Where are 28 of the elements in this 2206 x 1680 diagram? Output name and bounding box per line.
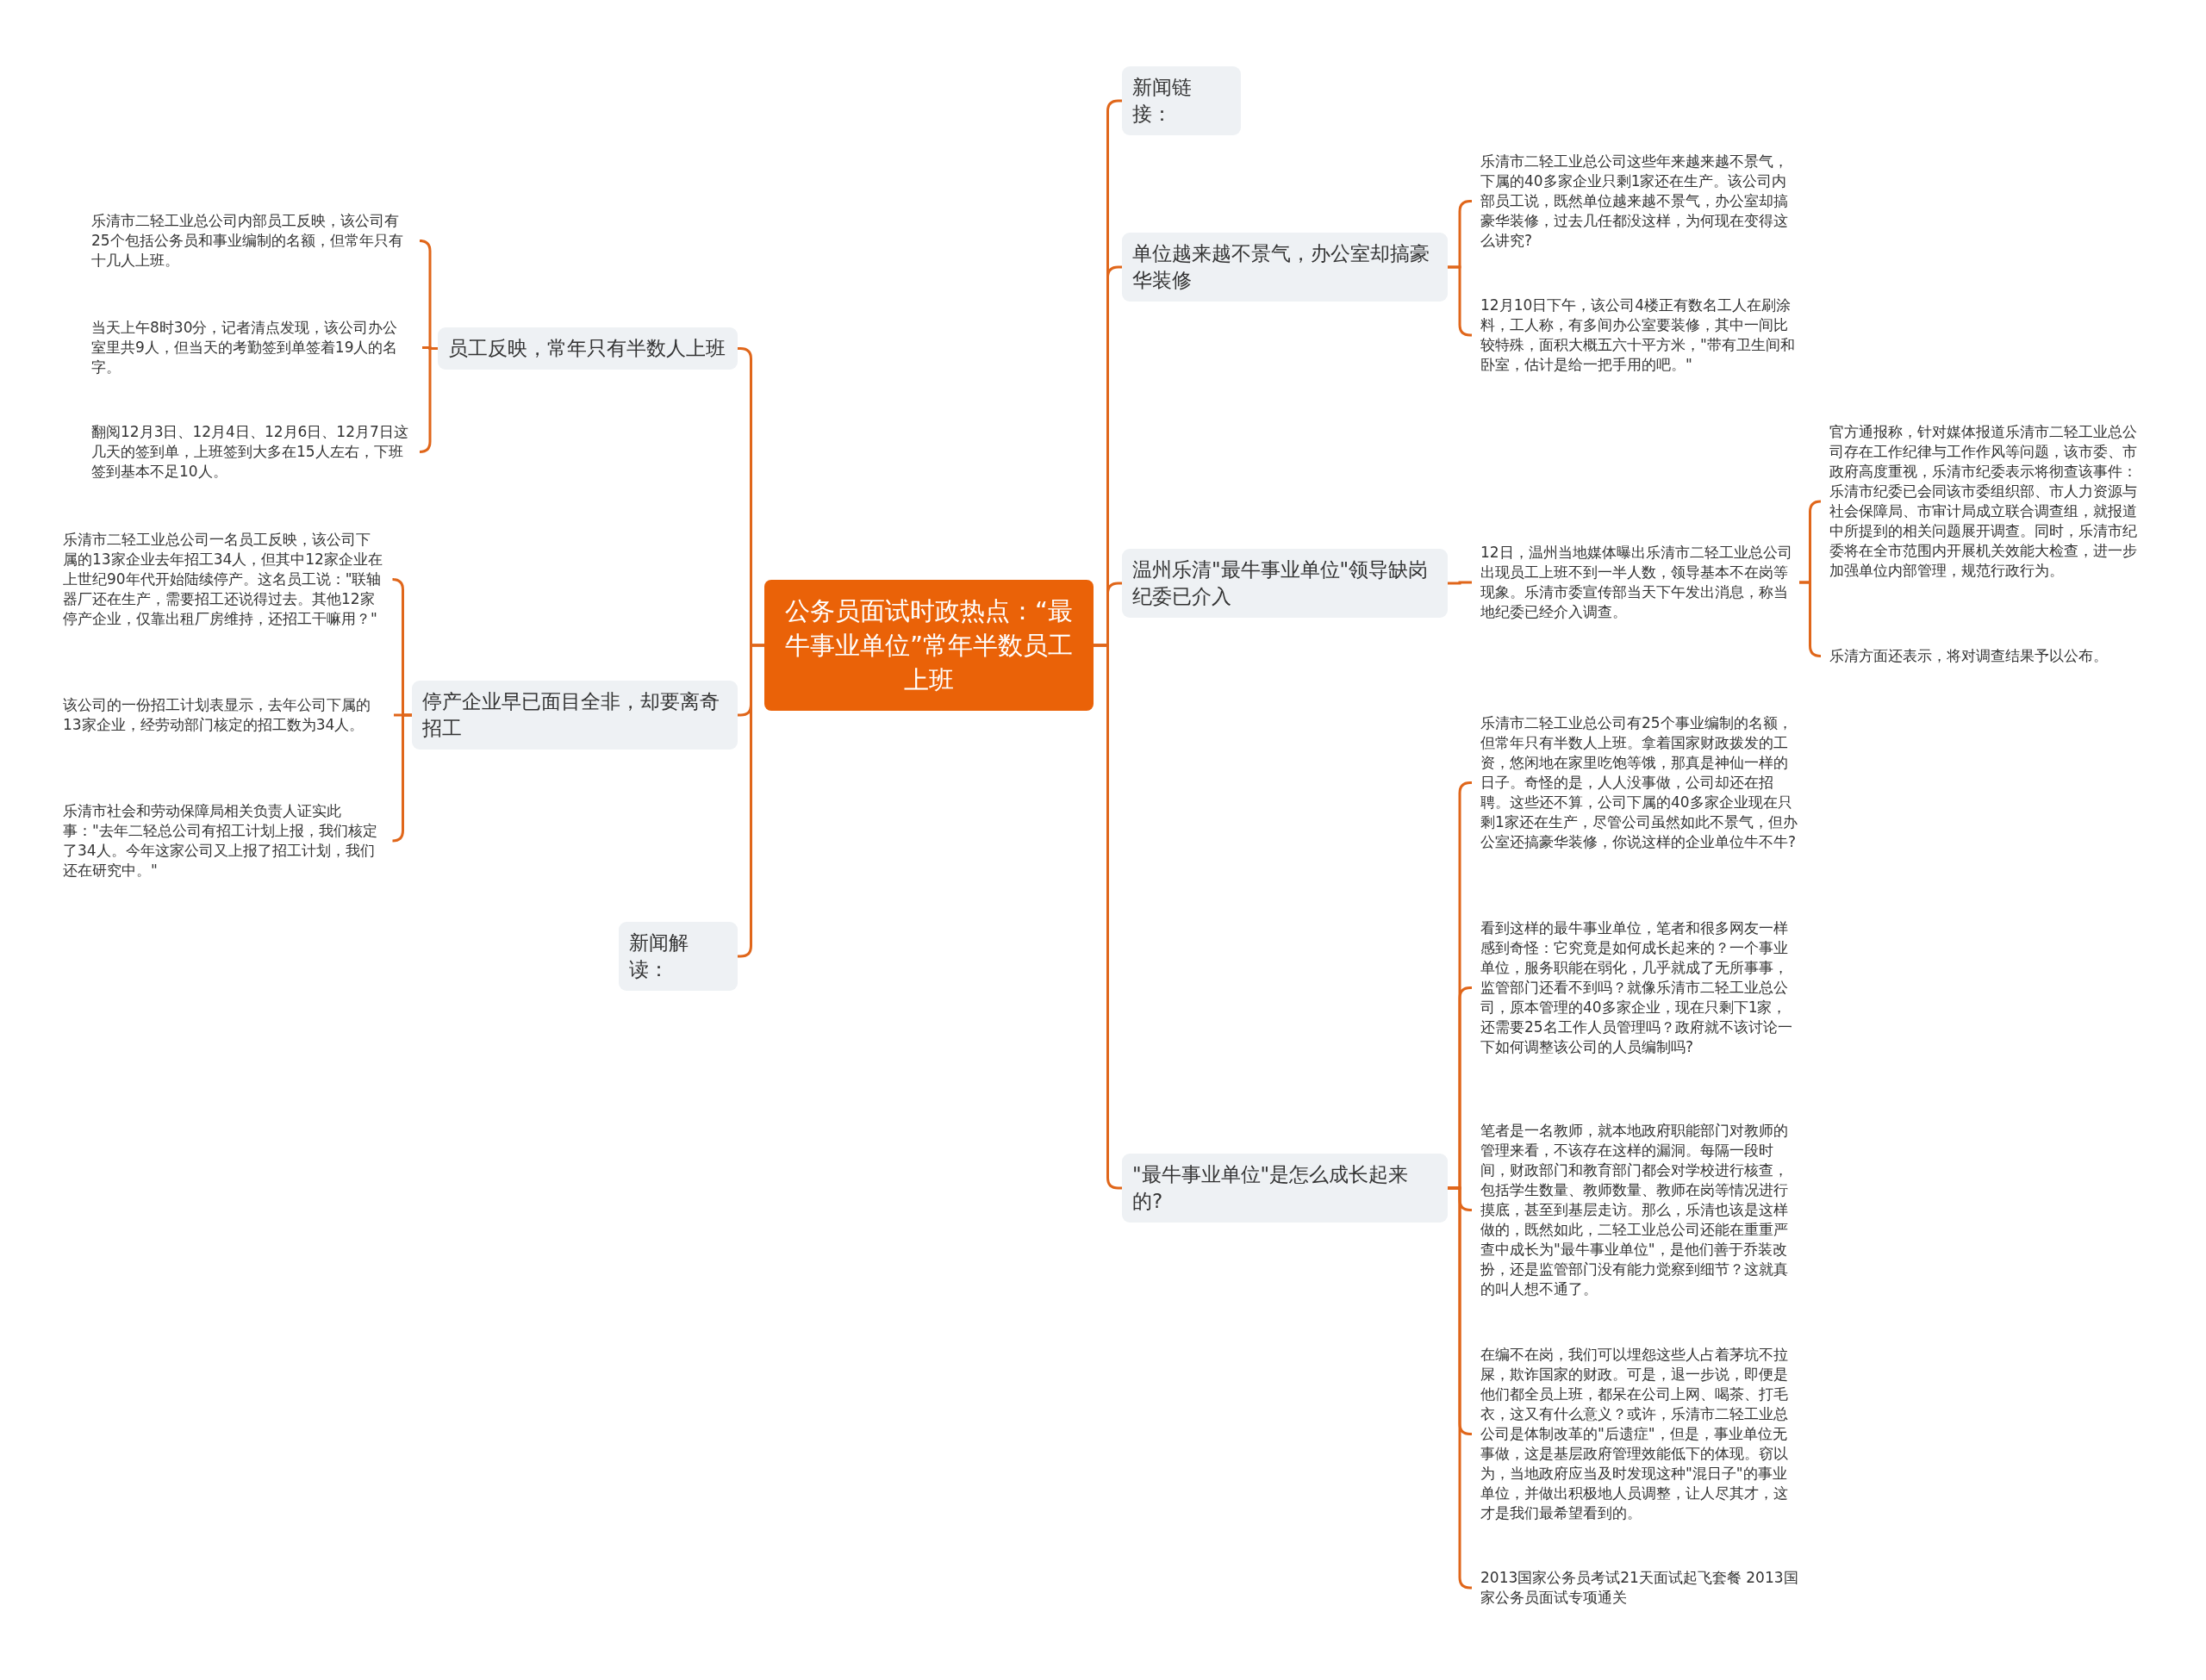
note-text: 当天上午8时30分，记者清点发现，该公司办公室里共9人，但当天的考勤签到单签着19人的名字。 bbox=[91, 318, 422, 377]
note-text: 看到这样的最牛事业单位，笔者和很多网友一样感到奇怪：它究竟是如何成长起来的？一个事业单位，服务职能在弱化，几乎就成了无所事事，监管部门还看不到吗？就像乐清市二轻工业总公司，原本管理的40多家企业，现在只剩下1家，还需要25名工作人员管理吗？政府就不该讨论一下如何调整该公司的人员编制吗? bbox=[1472, 918, 1799, 1057]
note-text: 乐清市社会和劳动保障局相关负责人证实此事："去年二轻总公司有招工计划上报，我们核定了34人。今年这家公司又上报了招工计划，我们还在研究中。" bbox=[63, 801, 394, 880]
topic-box: 新闻解读： bbox=[619, 922, 738, 991]
topic-box: 单位越来越不景气，办公室却搞豪华装修 bbox=[1122, 233, 1448, 302]
note-text: 翻阅12月3日、12月4日、12月6日、12月7日这几天的签到单，上班签到大多在15人左右，下班签到基本不足10人。 bbox=[91, 422, 422, 482]
note-text: 乐清市二轻工业总公司这些年来越来越不景气，下属的40多家企业只剩1家还在生产。该公司内部员工说，既然单位越来越不景气，办公室却搞豪华装修，过去几任都没这样，为何现在变得这么讲究? bbox=[1472, 152, 1799, 251]
note-text: 12日，温州当地媒体曝出乐清市二轻工业总公司出现员工上班不到一半人数，领导基本不在岗等现象。乐清市委宣传部当天下午发出消息，称当地纪委已经介入调查。 bbox=[1472, 543, 1799, 622]
note-text: 乐清市二轻工业总公司内部员工反映，该公司有25个包括公务员和事业编制的名额，但常年只有十几人上班。 bbox=[91, 211, 422, 271]
topic-box: 员工反映，常年只有半数人上班 bbox=[438, 327, 738, 370]
note-text: 该公司的一份招工计划表显示，去年公司下属的13家企业，经劳动部门核定的招工数为34人。 bbox=[63, 695, 394, 735]
connector-line bbox=[418, 347, 438, 453]
note-text: 乐清市二轻工业总公司一名员工反映，该公司下属的13家企业去年招工34人，但其中12家企业在上世纪90年代开始陆续停产。这名员工说："联轴器厂还在生产，需要招工还说得过去。其他12家停产企业，仅靠出租厂房维持，还招工干嘛用？" bbox=[63, 530, 394, 629]
note-text: 乐清方面还表示，将对调查结果予以公布。 bbox=[1821, 646, 2148, 666]
connector-line bbox=[1799, 581, 1822, 657]
connector-line bbox=[1448, 581, 1472, 585]
topic-box: 温州乐清"最牛事业单位"领导缺岗纪委已介入 bbox=[1122, 549, 1448, 618]
topic-box: 新闻链接： bbox=[1122, 66, 1241, 135]
note-text: 12月10日下午，该公司4楼正有数名工人在刷涂料，工人称，有多间办公室要装修，其中一间比较特殊，面积大概五六十平方米，"带有卫生间和卧室，估计是给一把手用的吧。" bbox=[1472, 296, 1799, 375]
note-text: 在编不在岗，我们可以埋怨这些人占着茅坑不拉屎，欺诈国家的财政。可是，退一步说，即便是他们都全员上班，都呆在公司上网、喝茶、打毛衣，这又有什么意义？或许，乐清市二轻工业总公司是体制改革的"后遗症"，但是，事业单位无事做，这是基层政府管理效能低下的体现。窃以为，当地政府应当及时发现这种"混日子"的事业单位，并做出积极地人员调整，让人尽其才，这才是我们最希望看到的。 bbox=[1472, 1345, 1799, 1523]
note-text: 2013国家公务员考试21天面试起飞套餐 2013国家公务员面试专项通关 bbox=[1472, 1568, 1799, 1608]
connector-line bbox=[391, 713, 412, 843]
topic-box: "最牛事业单位"是怎么成长起来的? bbox=[1122, 1154, 1448, 1223]
note-text: 官方通报称，针对媒体报道乐清市二轻工业总公司存在工作纪律与工作作风等问题，该市委、市政府高度重视，乐清市纪委表示将彻查该事件：乐清市纪委已会同该市委组织部、市人力资源与社会保障局、市审计局成立联合调查组，就报道中所提到的相关问题展开调查。同时，乐清市纪委将在全市范围内开展机关效能大检查，进一步加强单位内部管理，规范行政行为。 bbox=[1821, 422, 2148, 581]
topic-box: 停产企业早已面目全非，却要离奇招工 bbox=[412, 681, 738, 750]
note-text: 笔者是一名教师，就本地政府职能部门对教师的管理来看，不该存在这样的漏洞。每隔一段时间，财政部门和教育部门都会对学校进行核查，包括学生数量、教师数量、教师在岗等情况进行摸底，甚至到基层走访。那么，乐清也该是这样做的，既然如此，二轻工业总公司还能在重重严查中成长为"最牛事业单位"，是他们善于乔装改扮，还是监管部门没有能力觉察到细节？这就真的叫人想不通了。 bbox=[1472, 1121, 1799, 1299]
note-text: 乐清市二轻工业总公司有25个事业编制的名额，但常年只有半数人上班。拿着国家财政拨发的工资，悠闲地在家里吃饱等饿，那真是神仙一样的日子。奇怪的是，人人没事做，公司却还在招聘。这些还不算，公司下属的40多家企业现在只剩1家还在生产，尽管公司虽然如此不景气，但办公室还搞豪华装修，你说这样的企业单位牛不牛? bbox=[1472, 713, 1799, 852]
central-topic-box: 公务员面试时政热点：“最牛事业单位”常年半数员工上班 bbox=[764, 580, 1094, 711]
